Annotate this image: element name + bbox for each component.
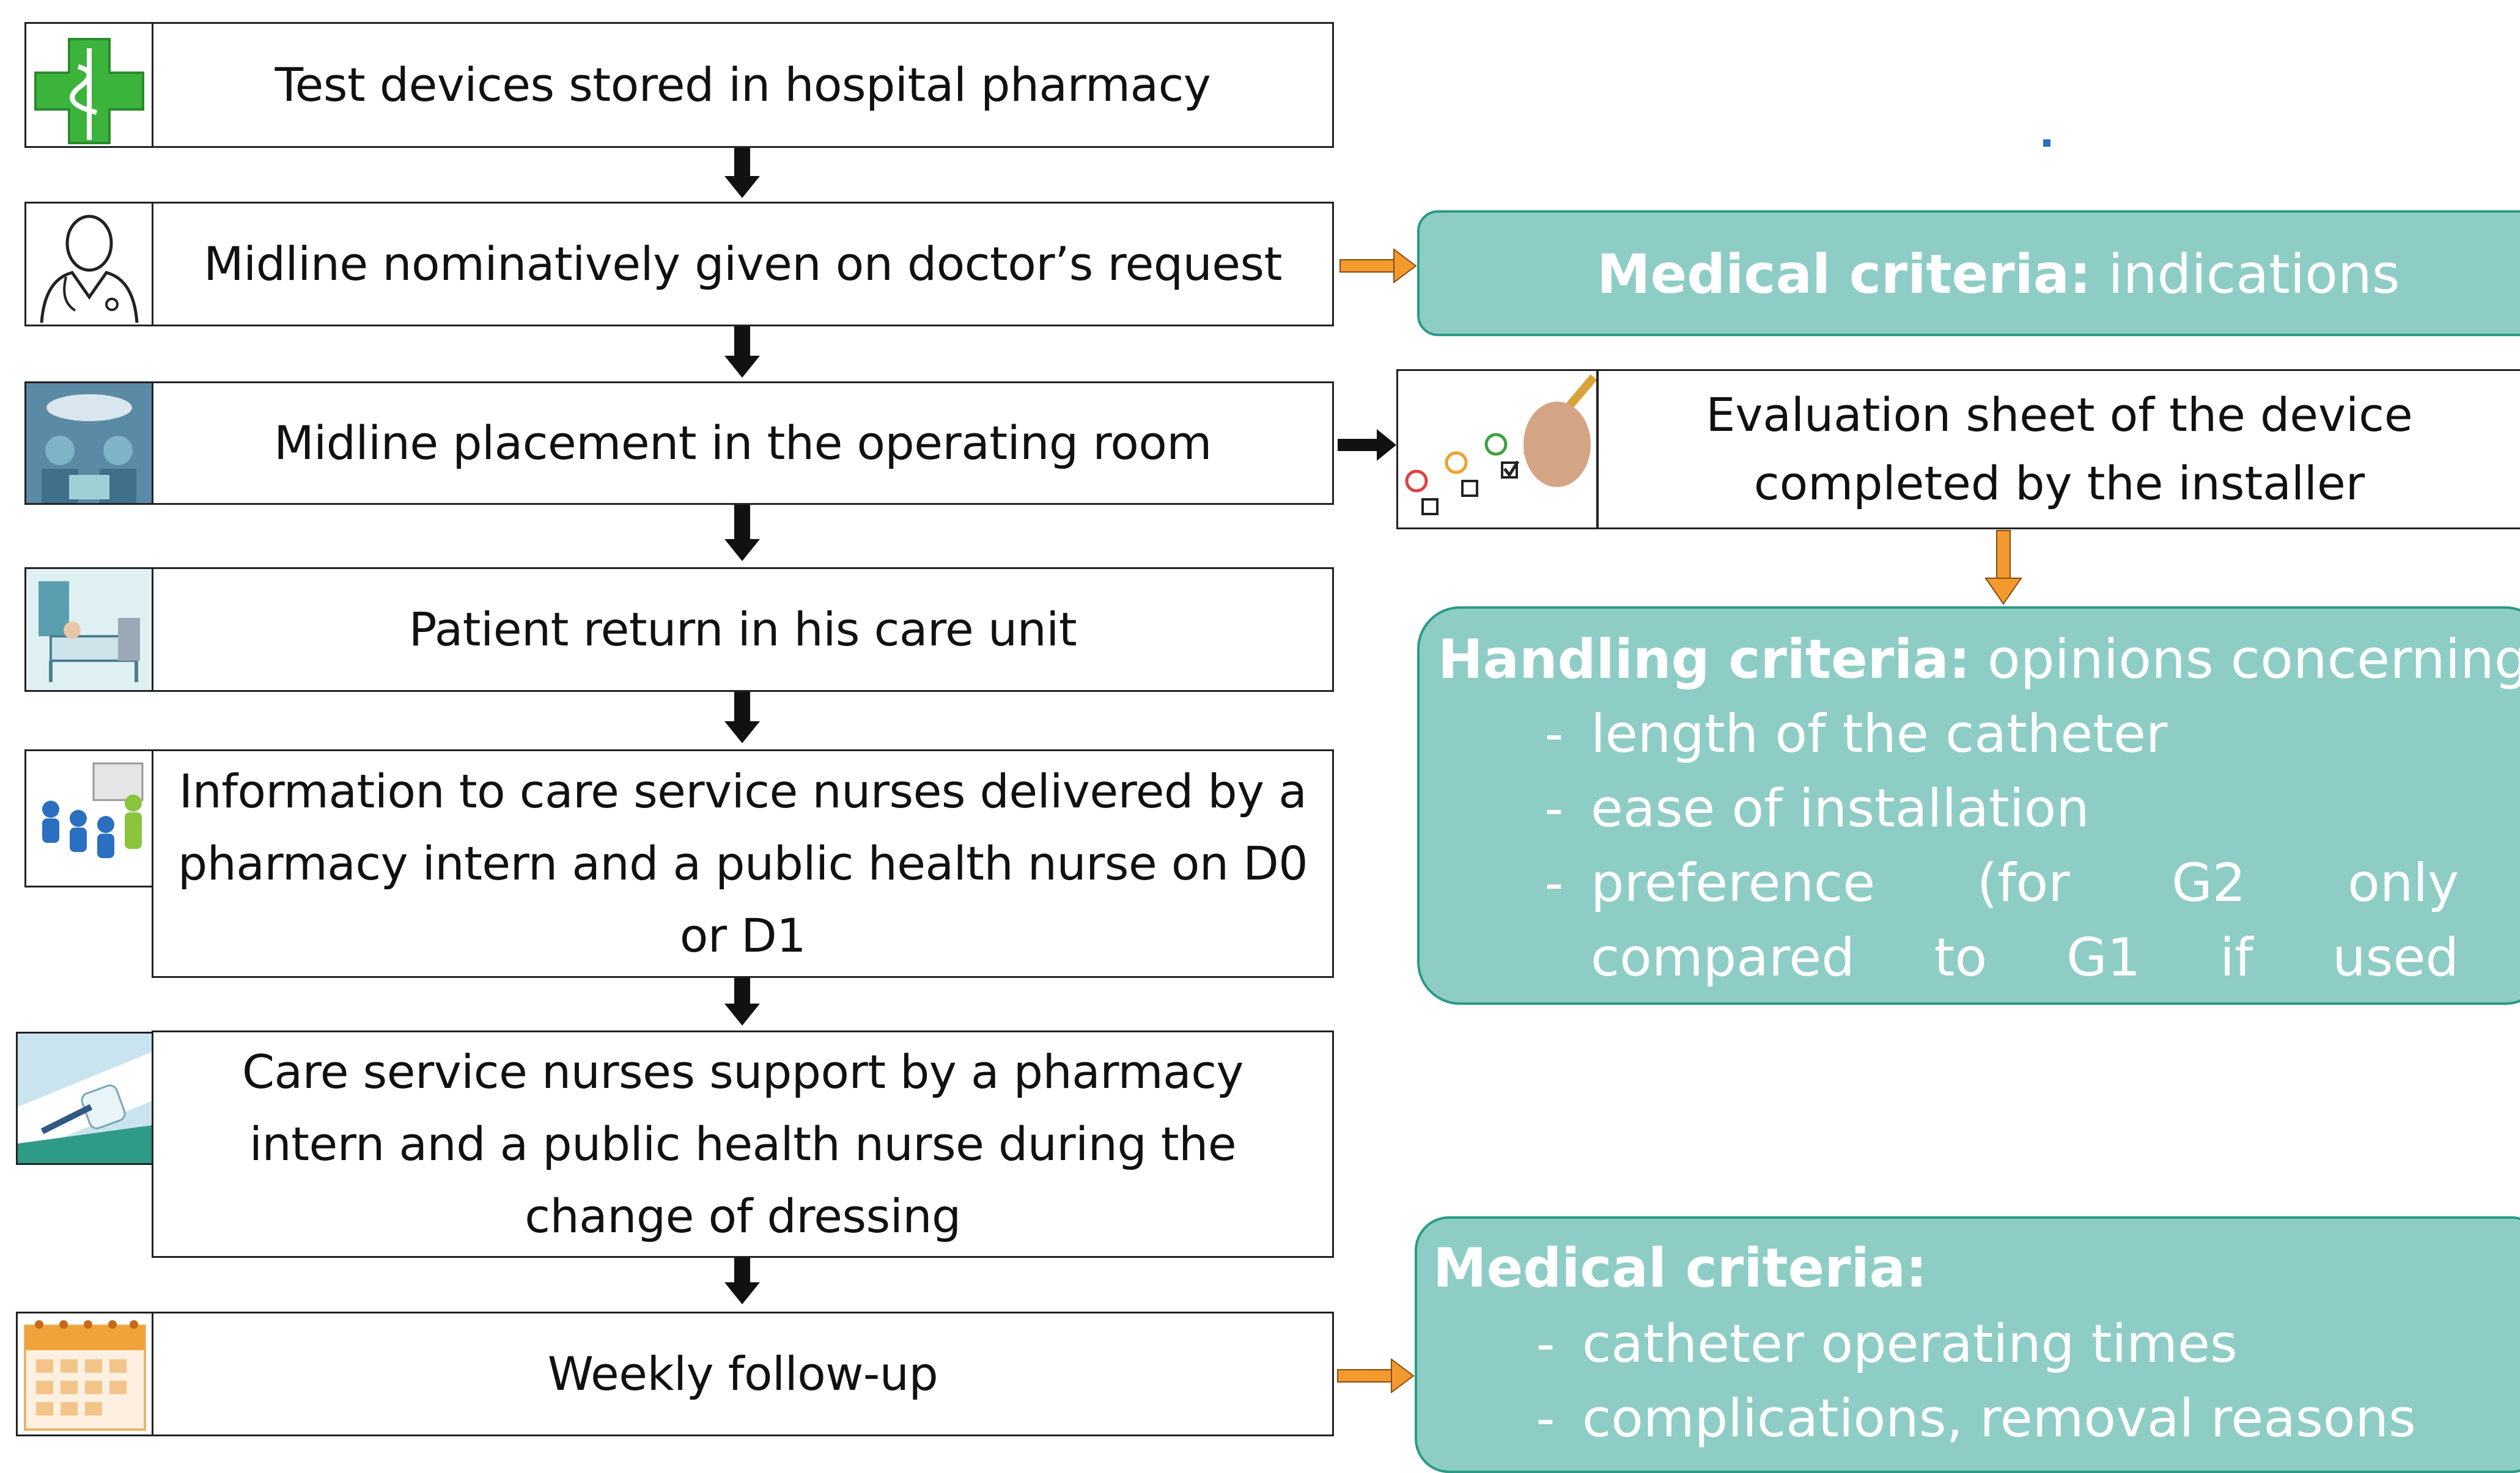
list-item: -ease of installation	[1544, 778, 2090, 839]
pharmacy-cross-icon	[24, 22, 154, 148]
list-item: -catheter operating times	[1536, 1313, 2238, 1375]
flow-step-text: Midline nominatively given on doctor’s r…	[204, 237, 1282, 291]
down-arrow	[724, 326, 760, 378]
flow-step-dressing-support: Care service nurses support by a pharmac…	[152, 1030, 1334, 1258]
down-arrow	[724, 505, 760, 561]
down-arrow	[724, 148, 760, 198]
down-arrow	[724, 692, 760, 743]
criteria-title: Medical criteria:	[1597, 243, 2091, 306]
list-item: -length of the catheter	[1544, 703, 2168, 765]
evaluation-sheet-icon	[1396, 369, 1598, 529]
flow-step-patient-return: Patient return in his care unit	[152, 567, 1334, 692]
arrow-to-evaluation	[1338, 429, 1396, 461]
medical-followup-box: Medical criteria: -catheter operating ti…	[1415, 1216, 2520, 1473]
flow-step-text: Care service nurses support by a pharmac…	[241, 1045, 1244, 1243]
meeting-icon	[24, 749, 154, 887]
decorative-dot	[2043, 139, 2050, 147]
operating-room-icon	[24, 381, 154, 505]
hospital-bed-icon	[24, 567, 154, 692]
criteria-text: indications	[2108, 243, 2400, 306]
flow-step-information: Information to care service nurses deliv…	[152, 749, 1334, 978]
dressing-icon	[16, 1032, 154, 1165]
down-arrow	[724, 978, 760, 1026]
flow-step-text: Weekly follow-up	[547, 1346, 938, 1401]
flow-step-text: Information to care service nurses deliv…	[177, 764, 1308, 963]
handling-criteria-box: Handling criteria: opinions concerning: …	[1417, 606, 2520, 1063]
flow-step-text: Patient return in his care unit	[408, 602, 1077, 656]
criteria-text: opinions concerning:	[1987, 628, 2520, 691]
arrow-to-followup-criteria	[1337, 1358, 1415, 1394]
arrow-to-indications	[1339, 248, 1417, 284]
calendar-icon	[16, 1312, 154, 1436]
evaluation-sheet-text: Evaluation sheet of the device completed…	[1706, 388, 2413, 510]
flow-step-doctor-request: Midline nominatively given on doctor’s r…	[152, 202, 1334, 326]
flow-step-weekly-followup: Weekly follow-up	[152, 1312, 1334, 1436]
doctor-icon	[24, 202, 154, 326]
down-arrow	[724, 1258, 760, 1304]
evaluation-sheet-box: Evaluation sheet of the device completed…	[1597, 369, 2520, 529]
flow-step-pharmacy-storage: Test devices stored in hospital pharmacy	[152, 22, 1334, 148]
flow-step-text: Test devices stored in hospital pharmacy	[274, 57, 1211, 112]
flow-step-text: Midline placement in the operating room	[274, 416, 1212, 470]
arrow-to-handling	[1984, 530, 2022, 605]
medical-indications-box: Medical criteria: indications	[1417, 210, 2520, 336]
criteria-title: Handling criteria:	[1438, 628, 1970, 691]
list-item: -preference (for G2 only compared to G1 …	[1544, 853, 2459, 1063]
list-item: -complications, removal reasons	[1536, 1388, 2416, 1449]
flow-step-operating-room: Midline placement in the operating room	[152, 381, 1334, 505]
criteria-title: Medical criteria:	[1433, 1236, 1928, 1299]
